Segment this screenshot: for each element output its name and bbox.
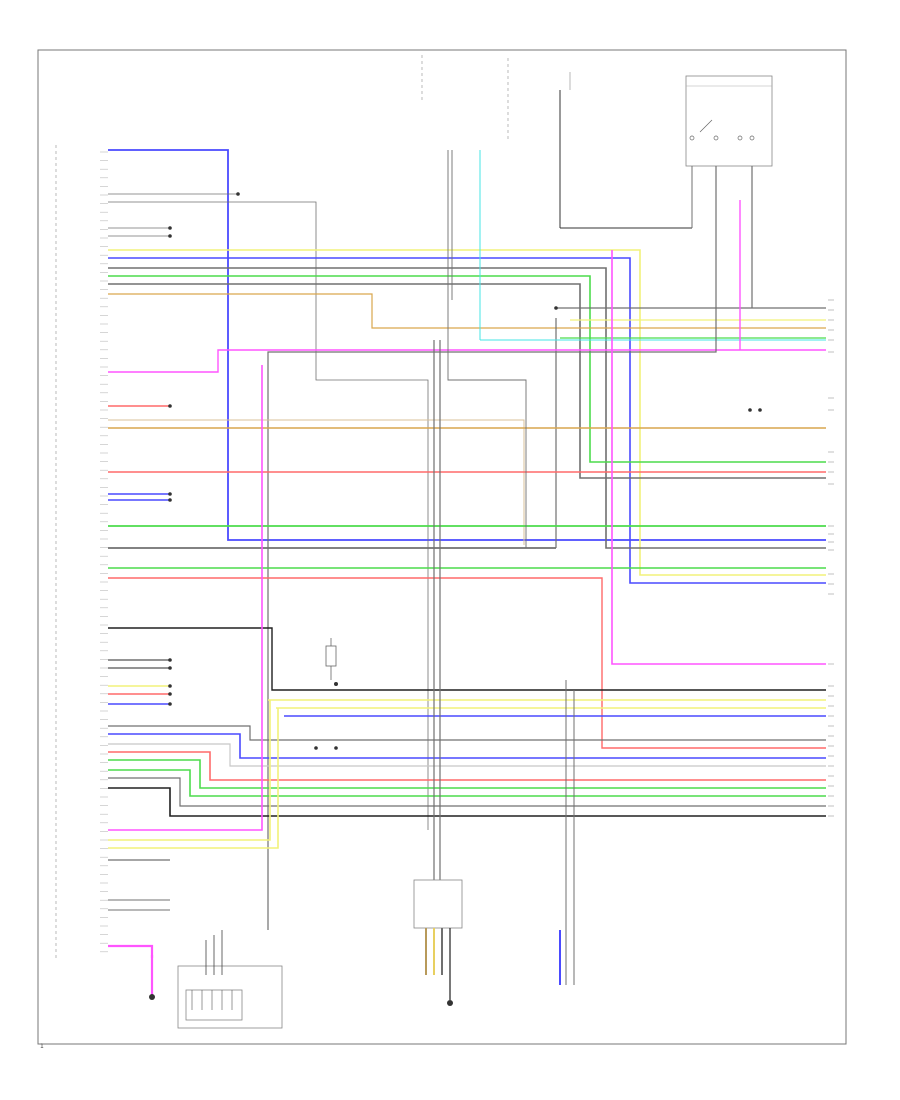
splice-points [168,192,762,750]
connector-terminals [828,299,834,817]
data-link-connector [177,930,283,1029]
wire [108,149,826,541]
splice-dot [334,746,338,750]
fuse [325,638,337,680]
wire [447,150,527,548]
ground [149,955,155,1000]
wire [108,419,525,545]
wire [108,944,154,958]
splice-dot [748,408,752,412]
wire [108,267,826,549]
splice-dot [168,702,172,706]
wire [108,283,826,479]
diagram-frame [37,49,847,1045]
splice-dot [168,666,172,670]
wire [108,759,826,789]
splice-dot [168,692,172,696]
wire [108,777,826,807]
wire [108,627,826,691]
ignition-switch [559,72,693,229]
wire [108,700,271,841]
splice-dot [554,306,558,310]
splice-dot [168,498,172,502]
splice-dot [168,684,172,688]
splice-dot [168,492,172,496]
ecu-connector-pins [100,151,108,953]
wire [108,708,279,849]
wire [611,250,826,665]
wire [108,743,826,767]
ground [447,1000,453,1006]
wire [108,787,826,817]
wire [108,365,263,831]
splice-dot [168,234,172,238]
splice-dot [168,226,172,230]
splice-dot [168,658,172,662]
splice-dot [758,408,762,412]
wire [108,249,826,576]
ground [334,682,338,686]
wire [108,733,826,759]
page-code: 1 [40,1043,44,1050]
wire [108,293,826,329]
splice-dot [314,746,318,750]
wire [108,257,826,584]
splice-dot [236,192,240,196]
wire [108,725,826,741]
wire [108,751,826,781]
wire [267,166,717,930]
wire-harness [108,149,826,958]
wire [108,769,826,797]
wire [108,349,826,373]
hybrid-relay [685,75,773,167]
wire [108,275,826,463]
splice-dot [168,404,172,408]
hybrid-control-component [559,680,575,985]
junction-block [413,879,463,1000]
wire [108,201,429,830]
wire [108,577,826,749]
